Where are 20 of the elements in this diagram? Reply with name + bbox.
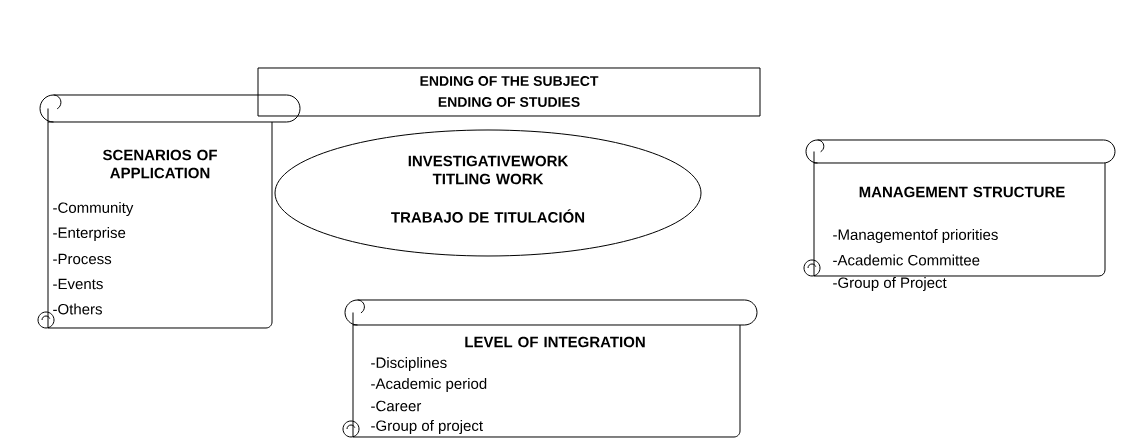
scroll-box: LEVEL OF INTEGRATION -Disciplines -Academic period -Career -Group of project xyxy=(342,299,758,438)
scroll-box: SCENARIOS OF APPLICATION -Community -Enterprise -Process -Events -Others xyxy=(37,94,301,329)
node-label: LEVEL OF INTEGRATION xyxy=(465,336,645,348)
node-label: -Academic period xyxy=(371,378,487,392)
node-label: MANAGEMENT STRUCTURE xyxy=(859,186,1065,198)
text-box: ENDING OF THE SUBJECT ENDING OF STUDIES xyxy=(257,67,761,117)
node-label: -Career xyxy=(371,400,422,412)
scroll-box: MANAGEMENT STRUCTURE -Managementof priorities -Academic Committee -Group of Project xyxy=(803,139,1116,291)
node-label: -Group of project xyxy=(371,420,483,434)
node-label: -Academic Committee xyxy=(833,254,980,266)
node-label: -Community xyxy=(53,202,134,216)
node-label: SCENARIOS OF APPLICATION xyxy=(102,149,217,179)
node-label: -Disciplines xyxy=(371,357,447,371)
node-label: -Process xyxy=(53,253,112,265)
node-label: -Events xyxy=(53,278,103,290)
node-label: -Group of Project xyxy=(833,277,947,291)
node-label: -Enterprise xyxy=(53,227,126,241)
oval: INVESTIGATIVEWORK TITLING WORK TRABAJO DE TITULACIÓN xyxy=(274,129,702,257)
node-label: -Managementof priorities xyxy=(833,229,998,243)
node-label: -Others xyxy=(53,303,102,315)
